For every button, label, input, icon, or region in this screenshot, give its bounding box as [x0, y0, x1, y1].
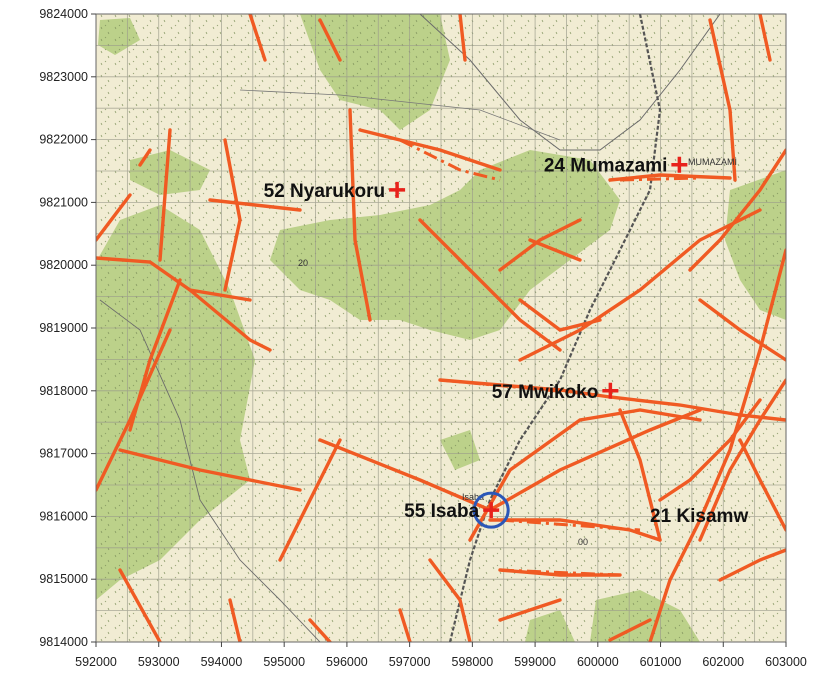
- map-label-isaba: Isaba: [462, 492, 484, 502]
- x-tick-label: 600000: [577, 655, 619, 669]
- x-tick-label: 602000: [702, 655, 744, 669]
- site-label: 55 Isaba: [404, 501, 479, 522]
- site-label: 52 Nyarukoru: [264, 181, 385, 202]
- x-tick-label: 601000: [640, 655, 682, 669]
- y-tick-label: 9817000: [39, 447, 88, 461]
- x-tick-label: 596000: [326, 655, 368, 669]
- y-tick-label: 9820000: [39, 258, 88, 272]
- x-axis-ticks: 592000 593000 594000 595000 596000 597000 5980…: [75, 642, 807, 669]
- x-tick-label: 595000: [263, 655, 305, 669]
- x-tick-label: 594000: [201, 655, 243, 669]
- x-tick-label: 599000: [514, 655, 556, 669]
- map-grid: [96, 14, 786, 642]
- map-label-mumazami: MUMAZAMI: [688, 157, 737, 167]
- site-label: 24 Mumazami: [544, 156, 668, 177]
- y-axis-ticks: 9814000 9815000 9816000 9817000 9818000 98190…: [39, 7, 96, 649]
- map-label-spot-00: 00: [578, 537, 588, 547]
- roads: [99, 14, 721, 642]
- y-tick-label: 9815000: [39, 572, 88, 586]
- inferred-faults: [399, 138, 701, 577]
- highlight-circle: [472, 491, 510, 529]
- y-tick-label: 9816000: [39, 509, 88, 523]
- y-tick-label: 9824000: [39, 7, 88, 21]
- cross-marker: [671, 156, 688, 173]
- x-tick-label: 593000: [138, 655, 180, 669]
- x-tick-label: 598000: [452, 655, 494, 669]
- site-label-kisamw: 21 Kisamw: [650, 506, 748, 527]
- y-tick-label: 9814000: [39, 635, 88, 649]
- site-marker: 57 Mwikoko: [492, 382, 619, 403]
- y-tick-label: 9822000: [39, 133, 88, 147]
- cross-marker: [389, 181, 406, 198]
- site-marker: 55 Isaba: [404, 491, 510, 529]
- site-label: 57 Mwikoko: [492, 382, 599, 403]
- fault-lines: [96, 14, 786, 642]
- map-label-grid-20: 20: [298, 258, 308, 268]
- x-tick-label: 597000: [389, 655, 431, 669]
- cross-marker: [602, 382, 619, 399]
- y-tick-label: 9818000: [39, 384, 88, 398]
- site-marker: 52 Nyarukoru: [264, 181, 406, 202]
- x-tick-label: 592000: [75, 655, 117, 669]
- sampling-sites: 52 Nyarukoru 24 Mumazami 57 Mwikoko 55 Isab…: [264, 156, 688, 529]
- site-marker: 24 Mumazami: [544, 156, 688, 177]
- x-tick-label: 603000: [765, 655, 807, 669]
- y-tick-label: 9821000: [39, 195, 88, 209]
- y-tick-label: 9823000: [39, 70, 88, 84]
- cross-marker: [483, 502, 500, 519]
- y-tick-label: 9819000: [39, 321, 88, 335]
